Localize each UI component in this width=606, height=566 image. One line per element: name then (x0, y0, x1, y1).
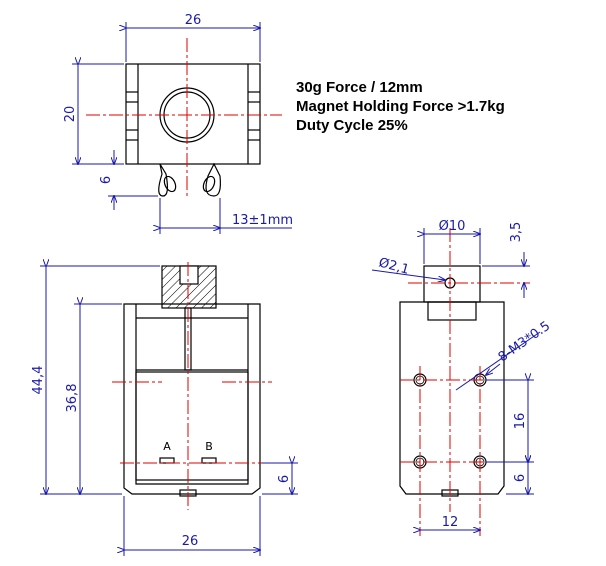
spec-force: 30g Force / 12mm (296, 79, 423, 96)
dim-hole-dia: Ø2,1 (377, 255, 411, 277)
terminal-b-label: B (205, 440, 213, 453)
dim-side-height-body: 36,8 (65, 384, 80, 413)
terminal-a-label: A (163, 440, 171, 453)
dim-side-bottom: 6 (277, 475, 292, 483)
solder-tab-left (158, 163, 169, 197)
front-view-centerlines (112, 262, 272, 510)
side-frame (399, 301, 505, 495)
front-view (123, 265, 261, 497)
top-view-body (125, 63, 261, 165)
dim-top-height: 20 (63, 106, 78, 123)
terminal-b-pad (201, 457, 217, 464)
dim-side-width: 26 (182, 534, 199, 549)
dim-plunger-dia: Ø10 (439, 219, 466, 234)
side-view-dimensions (371, 228, 541, 530)
top-view-dimensions (72, 22, 292, 234)
dim-hole-spacing-h: 12 (442, 515, 459, 530)
dim-hole-bottom: 6 (513, 474, 528, 482)
dim-plunger-offset: 3,5 (509, 222, 524, 243)
front-view-dimensions (40, 266, 298, 556)
spec-duty-cycle: Duty Cycle 25% (296, 117, 408, 134)
spec-block: 30g Force / 12mm Magnet Holding Force >1… (296, 78, 505, 135)
spec-holding-force: Magnet Holding Force >1.7kg (296, 98, 505, 115)
dim-top-width: 26 (185, 13, 202, 28)
solder-tab-right (205, 162, 221, 197)
frame-outer (123, 303, 261, 495)
terminal-a-pad (159, 457, 175, 464)
dim-tab-span: 13±1mm (232, 213, 293, 228)
dim-hole-spacing-v: 16 (513, 413, 528, 430)
coil-body (135, 371, 249, 481)
dim-tab-offset: 6 (99, 176, 114, 184)
top-view-centerlines (86, 38, 282, 196)
top-view (125, 63, 261, 197)
plunger-head (423, 265, 481, 303)
dim-side-height-total: 44,4 (31, 366, 46, 395)
